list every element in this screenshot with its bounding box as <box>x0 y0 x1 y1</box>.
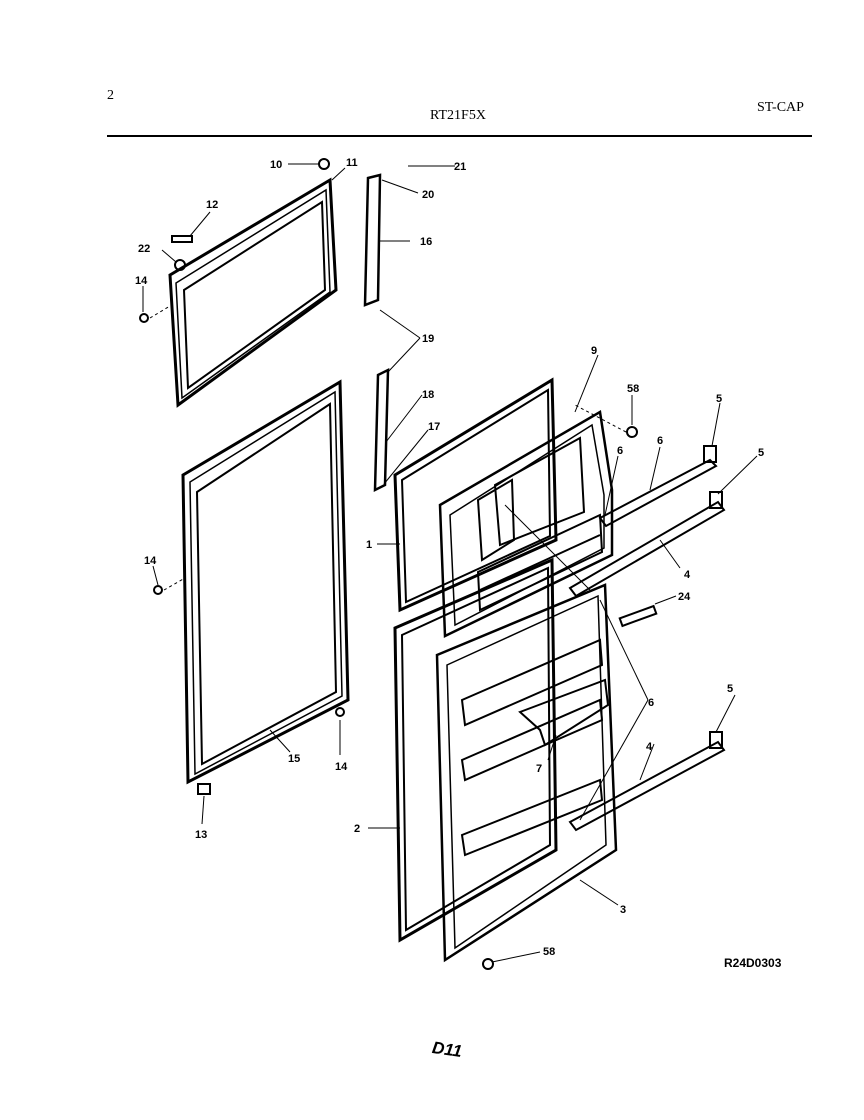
callout-2: 2 <box>354 823 360 835</box>
freezer-outer-door <box>168 177 338 408</box>
callout-4-upper: 4 <box>684 569 691 581</box>
shelf-rail-upper <box>598 458 718 528</box>
callout-14-bottom: 14 <box>335 761 348 773</box>
callout-17: 17 <box>428 421 440 433</box>
end-cap-middle <box>709 491 723 509</box>
callout-20: 20 <box>422 189 434 201</box>
model-number: RT21F5X <box>430 108 486 123</box>
freezer-handle <box>363 173 382 307</box>
callout-16: 16 <box>420 236 432 248</box>
callout-5-lower: 5 <box>727 683 733 695</box>
callout-1: 1 <box>366 539 372 551</box>
callout-22: 22 <box>138 243 150 255</box>
end-cap-upper <box>703 445 717 463</box>
part-24 <box>618 604 658 628</box>
plug-22 <box>174 259 186 271</box>
freezer-inner-liner <box>438 409 614 638</box>
callout-5-middle: 5 <box>758 447 764 459</box>
callout-14-top: 14 <box>135 275 148 287</box>
page-number: 2 <box>107 88 114 103</box>
callout-12: 12 <box>206 199 218 211</box>
freezer-gasket <box>393 377 558 613</box>
page-code: D11 <box>430 1038 464 1061</box>
screw-10 <box>318 158 330 170</box>
fresh-food-handle <box>373 367 390 493</box>
callout-6-lower: 6 <box>648 697 654 709</box>
callout-4-lower: 4 <box>646 741 653 753</box>
callout-21: 21 <box>454 161 466 173</box>
shelf-rail-middle <box>568 500 726 598</box>
screw-14-top <box>139 313 149 323</box>
header-rule <box>107 135 812 137</box>
callout-58-top: 58 <box>627 383 639 395</box>
callout-10: 10 <box>270 159 282 171</box>
screw-14-mid <box>153 585 163 595</box>
callout-9: 9 <box>591 345 597 357</box>
fresh-food-gasket <box>393 557 558 943</box>
callout-14-mid: 14 <box>144 555 157 567</box>
callout-18: 18 <box>422 389 434 401</box>
callout-15: 15 <box>288 753 300 765</box>
callout-5-upper: 5 <box>716 393 722 405</box>
section-code: ST-CAP <box>757 100 804 115</box>
diagram-reference-code: R24D0303 <box>724 956 782 970</box>
shelf-rail-lower <box>568 740 726 832</box>
callout-58-bottom: 58 <box>543 946 555 958</box>
screw-58-bottom <box>482 958 494 970</box>
callout-3: 3 <box>620 904 626 916</box>
screw-58-top <box>626 426 638 438</box>
screw-14-bottom <box>335 707 345 717</box>
callout-7: 7 <box>536 763 542 775</box>
callout-19: 19 <box>422 333 434 345</box>
fresh-food-outer-door <box>181 379 350 785</box>
callout-6-left: 6 <box>617 445 623 457</box>
hinge-pin-12 <box>171 235 193 243</box>
hinge-bracket-13 <box>197 783 211 795</box>
callout-6-upper: 6 <box>657 435 663 447</box>
fresh-food-inner-liner <box>435 583 618 963</box>
callout-24: 24 <box>678 591 691 603</box>
callout-13: 13 <box>195 829 207 841</box>
callout-11: 11 <box>346 157 358 169</box>
